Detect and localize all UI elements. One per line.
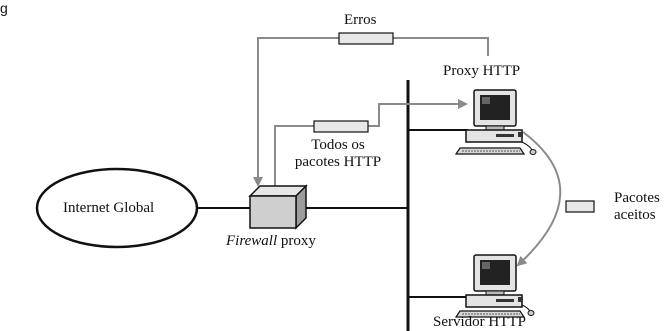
accepted-packets-label-line2: aceitos	[614, 207, 656, 223]
accepted-packets-packet	[565, 200, 595, 213]
proxy-http-label: Proxy HTTP	[443, 63, 521, 79]
firewall-proxy-text: proxy	[277, 233, 316, 249]
all-packets-label-line1: Todos os	[311, 137, 365, 153]
accepted-packets-arrow	[516, 131, 562, 267]
firewall-proxy-box	[248, 184, 308, 230]
proxy-computer-icon	[454, 89, 537, 155]
errors-label: Erros	[344, 12, 377, 28]
servidor-http-label: Servidor HTTP	[433, 314, 526, 330]
accepted-packets-label-line1: Pacotes	[614, 190, 660, 206]
errors-packet	[338, 32, 394, 45]
server-computer-icon	[454, 254, 535, 318]
accepted-packets-label: Pacotes aceitos	[614, 190, 660, 224]
all-packets-arrow	[274, 99, 468, 190]
all-packets-label-line2: pacotes HTTP	[294, 154, 382, 170]
all-packets-packet	[313, 120, 369, 133]
corner-letter: g	[0, 0, 8, 16]
firewall-proxy-label: Firewall proxy	[226, 233, 316, 250]
internet-global-cloud	[35, 167, 199, 249]
internet-global-label: Internet Global	[63, 200, 155, 216]
all-packets-label: Todos os pacotes HTTP	[282, 137, 394, 171]
firewall-italic-text: Firewall	[226, 233, 278, 249]
